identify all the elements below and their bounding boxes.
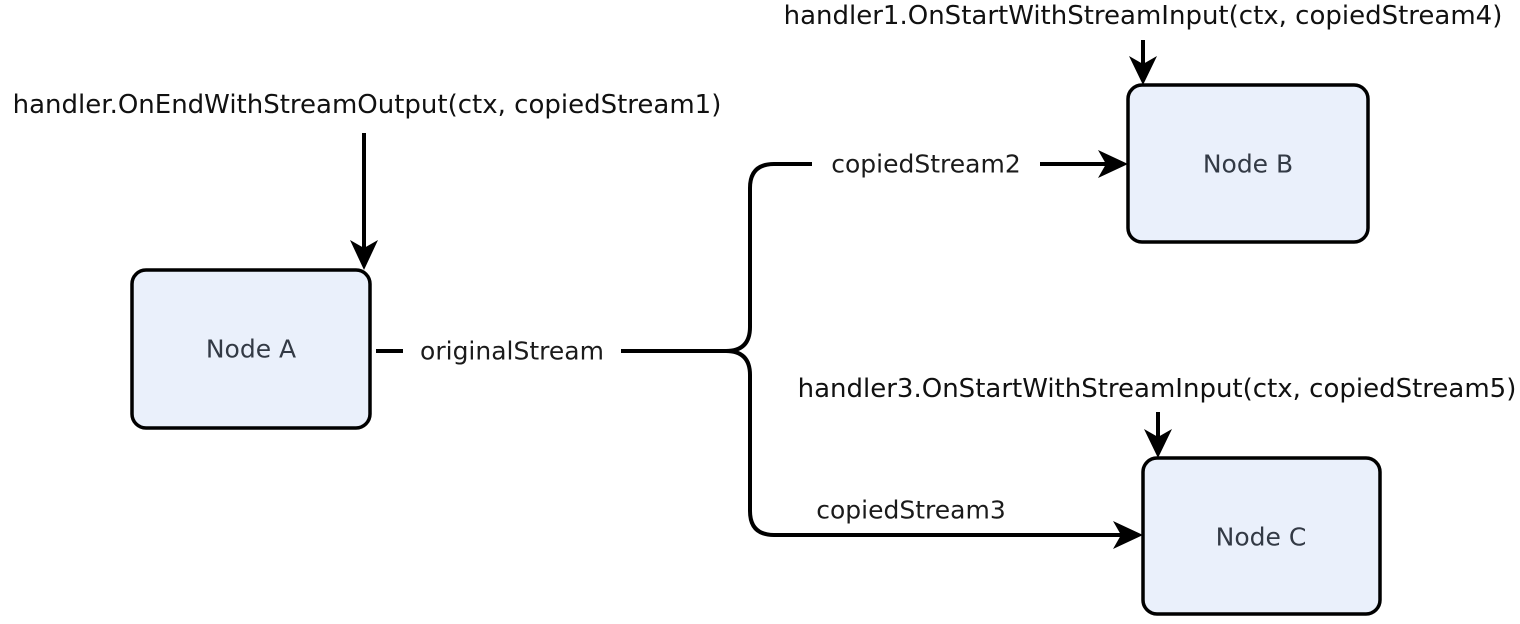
node-c-label: Node C	[1215, 522, 1307, 552]
arrow-into-node-c-top	[1144, 412, 1172, 458]
arrowhead-node-c-top	[1144, 429, 1172, 458]
arrowhead-node-b-left	[1098, 150, 1128, 178]
handler-label-handler1-on-start-with-stream-input: handler1.OnStartWithStreamInput(ctx, cop…	[783, 1, 1503, 31]
node-c-box[interactable]	[1141, 456, 1382, 616]
handler-label-handler3-on-start-with-stream-input: handler3.OnStartWithStreamInput(ctx, cop…	[797, 374, 1517, 404]
arrowhead-node-a	[350, 240, 378, 270]
fork-split	[725, 162, 1125, 537]
node-b-box[interactable]	[1126, 83, 1370, 244]
node-a-label: Node A	[205, 334, 297, 364]
edge-label-copied-stream-2: copiedStream2	[825, 149, 1027, 179]
node-b-label: Node B	[1202, 149, 1294, 179]
arrow-into-node-a	[350, 133, 378, 270]
arrow-copied-stream-2	[1040, 150, 1128, 178]
arrowhead-node-c-left	[1113, 521, 1143, 549]
node-a-box[interactable]	[130, 268, 372, 430]
handler-label-on-end-with-stream-output: handler.OnEndWithStreamOutput(ctx, copie…	[12, 90, 722, 120]
arrowhead-node-b-top	[1129, 56, 1157, 85]
arrow-into-node-b-top	[1129, 40, 1157, 85]
edge-label-copied-stream-3: copiedStream3	[810, 495, 1012, 525]
edge-label-original-stream: originalStream	[414, 336, 610, 366]
